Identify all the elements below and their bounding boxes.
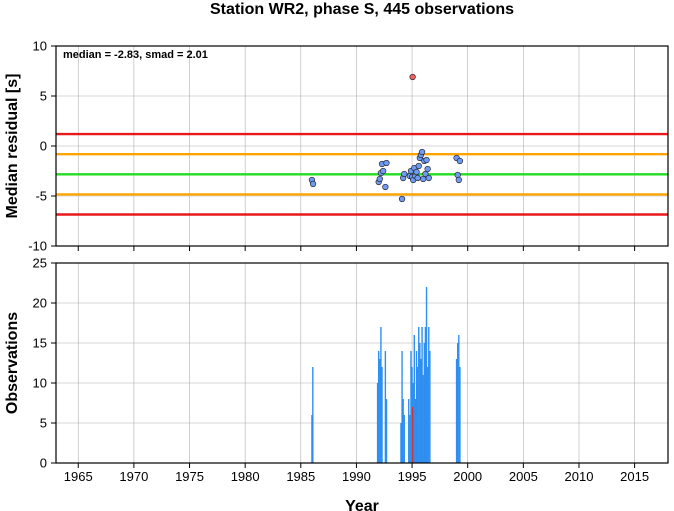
data-point [309,180,317,188]
plot-frame [55,262,669,464]
bar [424,327,427,463]
x-tick-label: 1990 [342,469,371,484]
data-point [422,170,429,178]
bar [425,287,428,463]
bar [456,343,459,463]
y-tick-label: 0 [40,456,47,471]
data-point [401,170,408,178]
data-point [409,73,416,81]
bar [376,383,379,463]
bar [312,367,314,463]
y-tick-label: 5 [40,416,47,431]
data-point [413,168,420,176]
bar [408,399,410,463]
bar [402,399,404,463]
data-point [382,183,389,191]
x-tick-label: 2000 [453,469,482,484]
bar [411,407,414,463]
x-tick-label: 1995 [398,469,427,484]
x-tick-label: 2005 [509,469,538,484]
x-tick-label: 1980 [231,469,260,484]
y-tick-label: 20 [33,296,47,311]
data-point [455,176,462,184]
bar [403,415,405,463]
bar [415,351,418,463]
bar [414,399,417,463]
y-tick-label: 10 [33,39,47,54]
data-point [376,175,383,183]
bar [458,335,460,463]
data-point [415,162,422,170]
data-point [425,174,432,182]
data-point [380,167,387,175]
bar [421,327,423,463]
bar [419,343,421,463]
data-point [454,171,461,179]
bar [385,399,388,463]
y-tick-label: -5 [35,189,47,204]
stats-annotation: median = -2.83, smad = 2.01 [63,49,208,61]
data-point [456,157,464,165]
x-tick-label: 2015 [620,469,649,484]
bar [426,367,429,463]
y-tick-label: 15 [33,336,47,351]
x-tick-label: 1985 [286,469,315,484]
bar [416,367,419,463]
data-point [398,195,406,203]
data-point [423,156,430,164]
chart-title: Station WR2, phase S, 445 observations [210,1,514,18]
y-tick-label: 0 [40,139,47,154]
x-tick-label: 1970 [119,469,148,484]
bar [379,359,381,463]
x-tick-label: 1975 [175,469,204,484]
bar [455,359,458,463]
x-tick-label: 1965 [64,469,93,484]
bar [413,335,415,463]
y-tick-label: 25 [33,256,47,271]
bar [409,415,411,463]
bar [401,351,403,463]
data-point [414,174,421,182]
bar [420,359,422,463]
bar [459,367,461,463]
bar [381,367,383,463]
bar [428,327,430,463]
y-tick-label: -10 [28,239,47,254]
data-point [383,159,390,167]
bar [418,327,420,463]
bar [384,351,387,463]
x-tick-label: 2010 [565,469,594,484]
bar [423,343,426,463]
bar [422,375,424,463]
data-point [418,148,426,156]
y-tick-label: 5 [40,89,47,104]
y-tick-label: 10 [33,376,47,391]
bar [311,415,313,463]
data-point [424,165,431,173]
y-axis-label: Observations [4,312,21,414]
bar [410,351,412,463]
y-axis-label: Median residual [s] [4,74,21,219]
observations-panel: 0 5 10 15 20 25 1965 1970 1975 1980 1985 1990 1995 20… [4,256,669,511]
bar [380,327,382,463]
bar [429,351,431,463]
bar [377,351,380,463]
bar [400,423,402,463]
x-axis-label: Year [345,498,379,511]
